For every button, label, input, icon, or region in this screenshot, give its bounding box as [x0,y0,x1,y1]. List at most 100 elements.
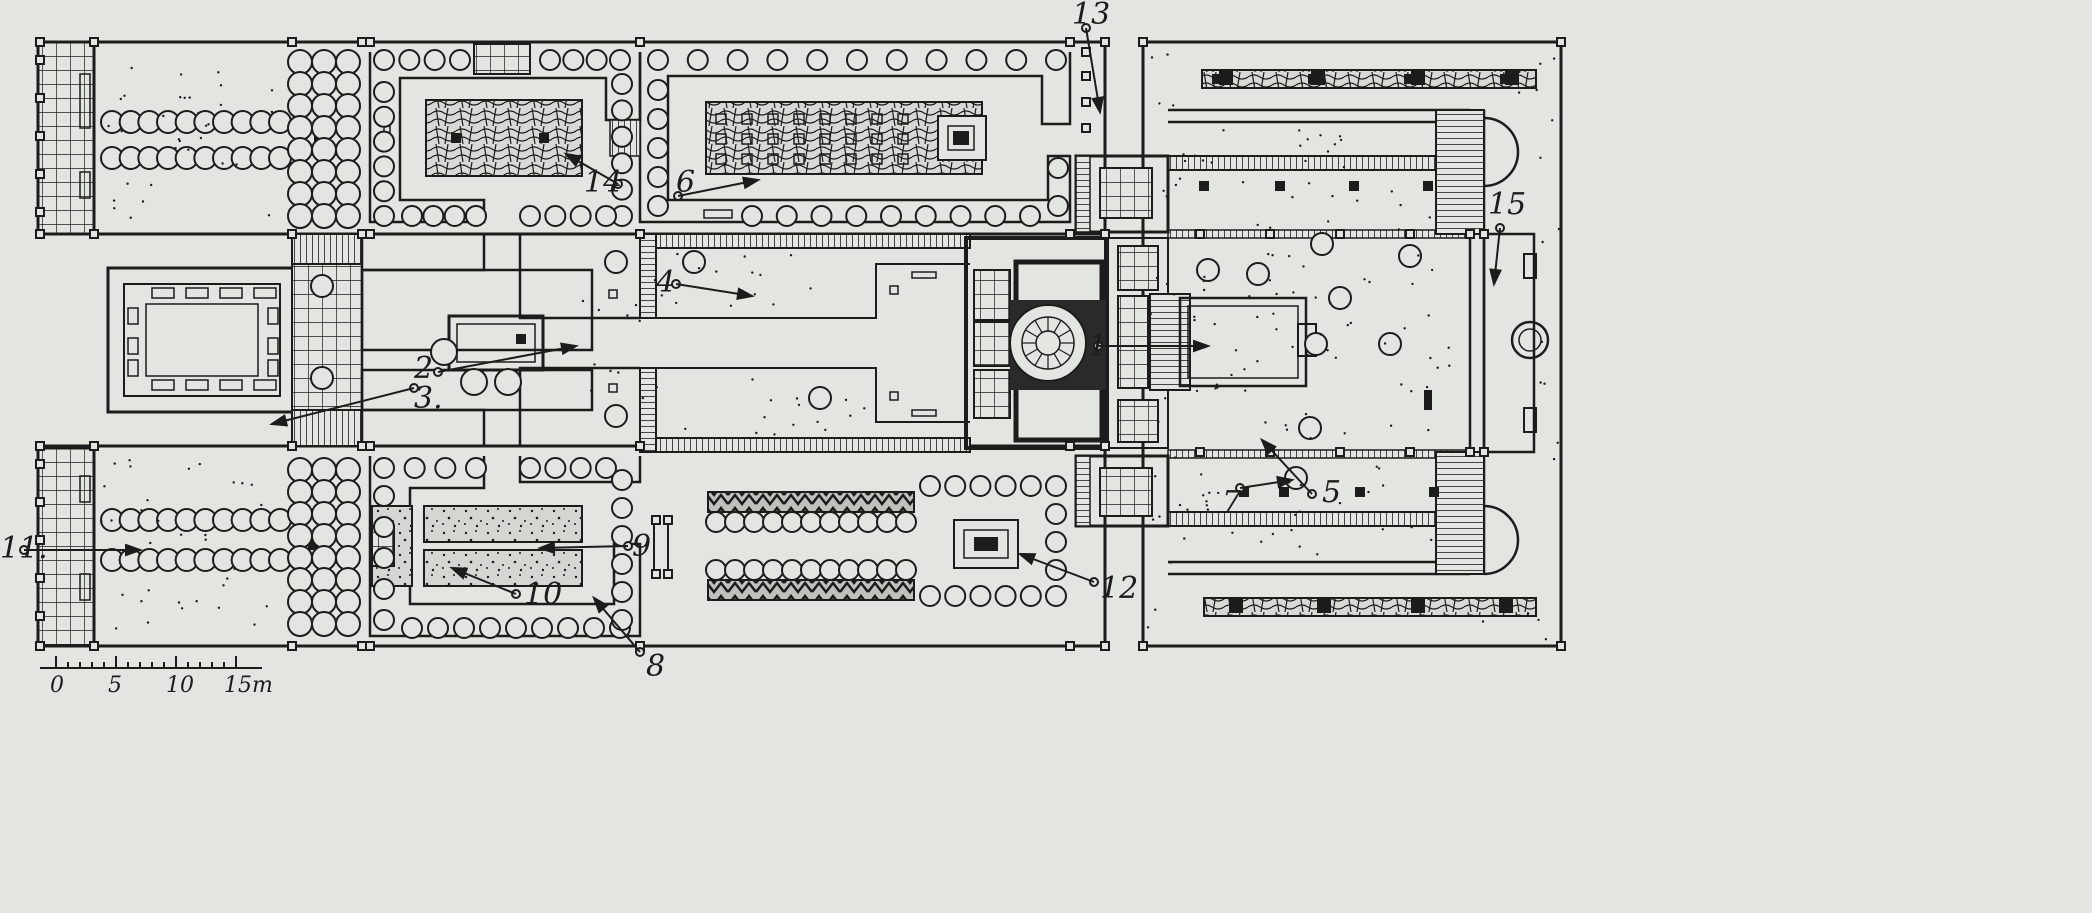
tree-icon [1045,475,1067,497]
tree-icon [682,250,706,274]
gravel-speck [1193,154,1197,157]
tree-icon [373,516,395,538]
tree-icon [287,611,313,637]
tree-icon [647,79,669,101]
tree-icon [611,581,633,603]
tree-icon [544,457,567,479]
gravel-speck [146,499,149,502]
tree-icon [465,205,487,227]
wall-post [1335,447,1345,457]
fountain-ray [1053,353,1062,366]
tree-icon [880,205,902,227]
tree-icon [335,611,361,637]
tree-icon [611,99,633,122]
gravel-speck [1400,383,1403,386]
tree-icon [335,567,361,593]
gravel-speck [119,97,123,101]
tree-icon [838,511,860,533]
tree-icon [311,567,337,593]
gravel-speck [751,378,754,381]
gravel-speck [759,273,762,277]
bed-marker [1212,74,1224,84]
wall-post [1335,229,1345,239]
gravel-speck [641,396,645,400]
court-block [185,379,209,391]
gravel-speck [1202,288,1206,292]
gravel-speck [1304,412,1308,416]
gravel-speck [1294,513,1297,517]
gravel-speck [1275,292,1278,296]
gravel-speck [1234,349,1238,352]
tree-icon [1196,258,1220,282]
gravel-speck [130,66,133,70]
wall-post [35,535,45,545]
gravel-speck [1214,387,1217,390]
court-block [151,379,175,391]
gravel-speck [123,94,126,98]
gravel-speck [653,279,657,282]
plinth [1229,599,1243,613]
bed-square [845,113,857,125]
tree-icon [403,457,426,479]
gravel-speck [1174,456,1177,459]
tree-icon [335,523,361,549]
plinth [1355,487,1365,497]
tree-icon [311,457,337,483]
tree-icon [611,469,633,491]
gravel-speck [1410,526,1413,529]
tree-icon [335,545,361,571]
gravel-speck [1241,181,1245,184]
wall-post [1479,447,1489,457]
south-zigzag-bed-b [707,579,915,601]
gravel-speck [1164,397,1167,400]
south-zigzag-bed-a [707,491,915,513]
gravel-speck [1201,159,1205,162]
gravel-speck [1447,346,1450,349]
gravel-speck [1377,467,1381,470]
tree-icon [335,115,361,141]
tree-icon [1047,195,1069,217]
gravel-speck [729,304,733,307]
gravel-speck [1544,638,1548,641]
tree-icon [994,475,1017,497]
gravel-speck [219,103,223,107]
tree-icon [569,205,592,227]
gravel-specks [100,53,1561,641]
gravel-speck [199,136,203,140]
bed-square [819,153,831,165]
gravel-speck [1410,390,1413,393]
tree-icon [647,49,669,71]
bed-square [767,133,779,145]
label-8: 8 [646,649,665,684]
tree-icon [443,205,466,227]
tree-icon [373,49,395,71]
label-7: 7 [1222,485,1242,520]
tree-icon [726,49,749,71]
bed-square [819,133,831,145]
gravel-speck [809,287,812,290]
tree-icon [705,511,727,533]
plan-labels: 1 2 3. 4 5 6 7 8 9 10 11. 12 13 14 15 [0,0,1526,684]
gravel-speck [233,567,236,570]
gravel-speck [1552,57,1556,60]
gravel-speck [1292,291,1295,294]
gravel-speck [1537,618,1540,622]
gravel-speck [1178,177,1182,180]
gravel-speck [1272,312,1275,315]
tree-icon [969,475,992,497]
gravel-speck [1436,366,1439,369]
tree-icon [647,166,669,188]
arrow-head [449,566,469,580]
bed-square [845,133,857,145]
gravel-speck [1389,424,1393,427]
wall-post [35,55,45,65]
wall-post [1081,71,1091,81]
gravel-speck [129,465,132,468]
tree-icon [1246,262,1270,286]
tree-icon [287,501,313,527]
fountain-ray [1058,329,1071,338]
wall-post [357,441,367,451]
tree-icon [1304,332,1328,356]
tree-icon [519,205,541,227]
gravel-speck [226,577,229,580]
